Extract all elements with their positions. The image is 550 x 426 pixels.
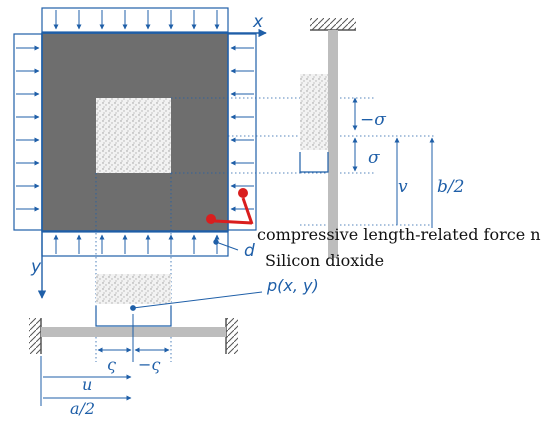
- left-load-arrows: [16, 45, 40, 212]
- d-label: d: [244, 241, 255, 261]
- red-pointers: [206, 188, 254, 225]
- side-pressure-profile: [299, 152, 329, 173]
- inclusion-side: [300, 74, 328, 150]
- red-dot-lower: [206, 214, 216, 224]
- u-label: u: [82, 375, 92, 394]
- top-load-frame: [41, 7, 229, 33]
- neg-sigma-label: −σ: [360, 110, 386, 130]
- bottom-load-arrows: [53, 234, 220, 254]
- u-a-dimensions: [40, 356, 132, 406]
- top-clamp-hatch: [310, 18, 356, 30]
- vertical-beam: [328, 30, 338, 258]
- v-label: v: [398, 177, 408, 197]
- inclusion-square: [96, 98, 171, 173]
- b-half-label: b/2: [437, 177, 464, 197]
- bottom-load-frame: [41, 231, 229, 257]
- left-load-frame: [13, 33, 43, 231]
- zeta-dimensions: [97, 314, 170, 362]
- pressure-label: p(x, y): [266, 276, 319, 295]
- sigma-label: σ: [368, 148, 380, 168]
- top-load-arrows: [53, 10, 220, 30]
- x-axis-label: x: [252, 12, 264, 32]
- neg-zeta-label: −ς: [138, 355, 160, 374]
- y-axis-label: y: [30, 257, 42, 277]
- inclusion-bottom: [96, 274, 171, 304]
- right-clamp-hatch: [226, 318, 238, 354]
- silicon-annotation: Silicon dioxide: [265, 251, 384, 270]
- right-load-arrows: [230, 45, 254, 212]
- pressure-pointer: [130, 291, 263, 311]
- left-clamp-hatch: [29, 318, 41, 354]
- d-marker: [213, 239, 239, 251]
- a-half-label: a/2: [70, 399, 95, 418]
- vertical-beam-section: [299, 18, 356, 258]
- red-dot-upper: [238, 188, 248, 198]
- right-load-frame: [227, 33, 257, 231]
- zeta-label: ς: [107, 355, 116, 374]
- axes: [37, 28, 267, 299]
- force-annotation: compressive length-related force n: [257, 225, 541, 244]
